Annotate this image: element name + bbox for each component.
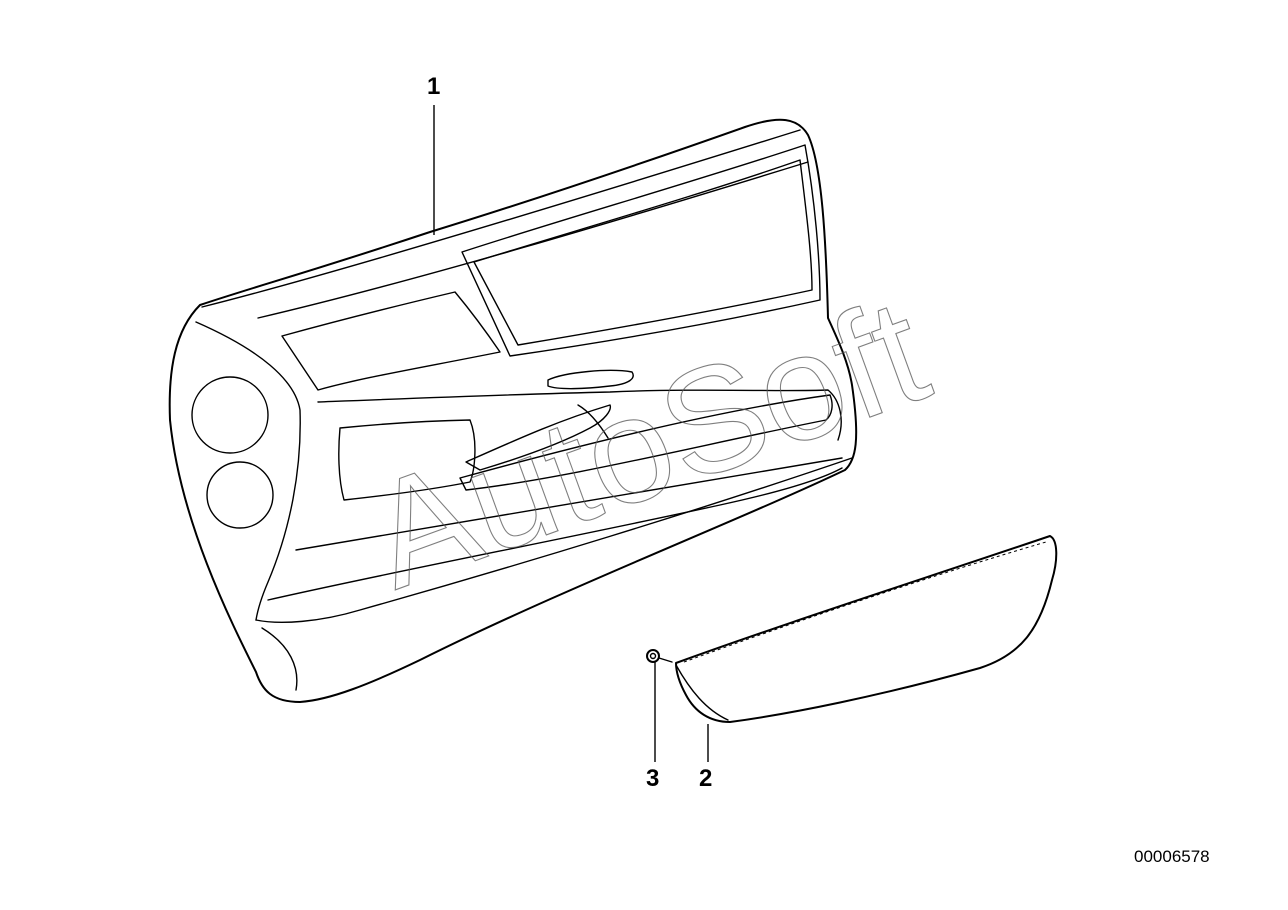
lower-skirt-line xyxy=(261,627,298,691)
fastener-clip xyxy=(646,649,673,663)
lower-speaker-grille xyxy=(206,461,274,529)
door-trim-panel xyxy=(168,118,858,703)
callout-2: 2 xyxy=(699,765,712,792)
armrest-bar xyxy=(459,394,833,491)
trim-strip-stitch xyxy=(683,541,1047,663)
upper-speaker-grille xyxy=(191,376,269,454)
clip-center xyxy=(649,652,657,660)
trim-strip-edge xyxy=(675,664,729,721)
door-trim-panel-outline xyxy=(168,118,858,703)
upper-belt-line xyxy=(201,129,801,308)
window-trim-outer xyxy=(461,144,821,357)
door-handle-recess xyxy=(547,369,634,390)
trim-strip-part xyxy=(675,535,1058,723)
callout-1: 1 xyxy=(427,73,440,100)
callout-3: 3 xyxy=(646,765,659,792)
armrest-upper xyxy=(317,389,842,441)
pull-handle xyxy=(465,404,612,471)
window-trim-inner xyxy=(473,159,813,346)
clip-shank xyxy=(658,657,673,663)
upper-recess xyxy=(281,291,501,391)
trim-strip-outline xyxy=(675,535,1058,723)
speaker-bezel-edge xyxy=(195,321,301,621)
diagram-reference-number: 00006578 xyxy=(1134,847,1210,866)
clip-head xyxy=(646,649,660,663)
pull-handle-grip xyxy=(577,404,609,439)
map-pocket xyxy=(338,419,476,501)
lower-trim-edge xyxy=(255,457,853,623)
